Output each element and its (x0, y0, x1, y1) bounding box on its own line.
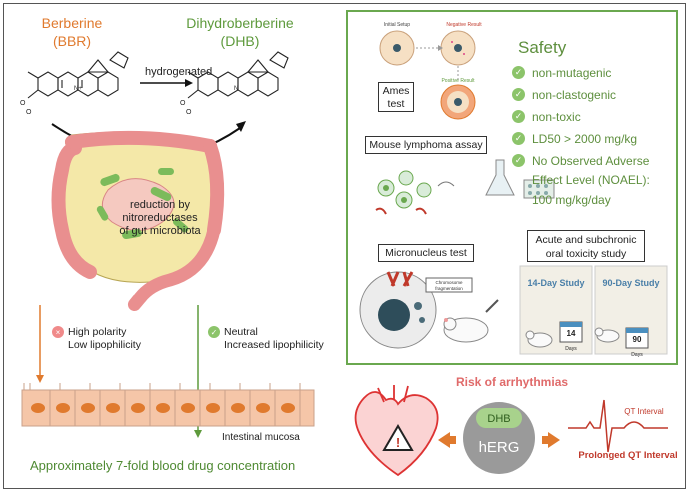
gut-label-3: of gut microbiota (119, 225, 201, 237)
svg-text:O: O (20, 100, 26, 107)
bbr-property-1: High polarity (68, 326, 127, 338)
gut-label-2: nitroreductases (122, 212, 198, 224)
check-icon: ✓ (512, 154, 525, 167)
check-icon: ✓ (512, 88, 525, 101)
safety-item-1: non-mutagenic (532, 66, 612, 80)
dhb-badge-shape (476, 408, 522, 428)
qt-interval: QT Interval (624, 407, 664, 416)
study-14-card (519, 265, 593, 355)
safety-item-3: non-toxic (532, 110, 581, 124)
check-icon: ✓ (512, 110, 525, 123)
study-14-num: 14 (567, 329, 576, 338)
ames-petri-dishes (379, 30, 476, 120)
bbr-properties: High polarity Low lipophilicity (68, 326, 141, 352)
check-icon: ✓ (512, 132, 525, 145)
lymphoma-label: Mouse lymphoma assay (365, 136, 487, 154)
micronucleus-label: Micronucleus test (378, 244, 474, 262)
ames-label-2: test (387, 98, 405, 110)
safety-illustrations: Initial Setup Negative Result Positive R… (359, 22, 668, 358)
figure-frame (3, 3, 686, 489)
safety-noael-3: 100 mg/kg/day (532, 193, 611, 207)
dhb-property-1: Neutral (224, 326, 258, 338)
dhb-properties: Neutral Increased lipophilicity (224, 326, 324, 352)
warning-symbol: ! (396, 435, 400, 450)
mucosa-label: Intestinal mucosa (222, 432, 300, 443)
chromosome-label-2: fragmentation (435, 286, 463, 291)
blood-concentration: Approximately 7-fold blood drug concentr… (30, 458, 296, 473)
study-90-num: 90 (633, 335, 642, 344)
dhb-property-2: Increased lipophilicity (224, 339, 324, 351)
reaction-label: hydrogenated (145, 66, 213, 78)
dhb-title: Dihydroberberine (DHB) (170, 14, 310, 50)
lymphoma-illustration (375, 159, 555, 215)
berberine-structure (27, 51, 129, 99)
bbr-title: Berberine (BBR) (22, 14, 122, 50)
ecg-waveform (568, 399, 668, 453)
herg-label: hERG (479, 439, 520, 456)
svg-text:×: × (56, 328, 61, 337)
chromosome-label-1: Chromosome (435, 280, 463, 285)
oral-label-2: oral toxicity study (545, 248, 627, 260)
intestine-illustration (51, 130, 225, 311)
cross-icon (52, 326, 64, 338)
micronucleus-illustration (359, 271, 499, 349)
study-90-title: 90-Day Study (602, 278, 659, 288)
safety-title: Safety (518, 38, 567, 57)
ames-label: Ames test (378, 82, 414, 112)
cardiac-diagram: ! DHB hERG QT Interval Prolonged QT Inte… (354, 385, 678, 477)
safety-noael-2: Effect Level (NOAEL): (532, 173, 650, 187)
study-14-days: Days (565, 346, 577, 352)
gut-label-1: reduction by (130, 199, 190, 211)
svg-text:O: O (26, 109, 32, 116)
svg-text:O: O (180, 100, 186, 107)
bbr-abbr: (BBR) (52, 33, 92, 49)
dhb-badge: DHB (487, 413, 510, 425)
ames-negative: Negative Result (446, 22, 482, 28)
study-14-title: 14-Day Study (527, 278, 584, 288)
prolonged-qt: Prolonged QT Interval (578, 450, 677, 461)
ames-initial: Initial Setup (384, 22, 410, 28)
svg-text:N: N (234, 86, 238, 92)
svg-text:✓: ✓ (211, 328, 218, 337)
ames-label-1: Ames (382, 85, 410, 97)
safety-item-2: non-clastogenic (532, 88, 617, 102)
dhb-abbr: (DHB) (220, 33, 260, 49)
left-diagram: O O N+ O O N reduction by nitroreductase… (20, 51, 315, 438)
svg-text:N+: N+ (74, 86, 82, 92)
warning-icon (382, 424, 414, 451)
svg-text:O: O (186, 109, 192, 116)
study-90-card (594, 265, 668, 355)
bbr-name: Berberine (41, 15, 103, 31)
risk-label: Risk of arrhythmias (456, 375, 569, 389)
oral-label-1: Acute and subchronic (535, 234, 637, 246)
check-icon (208, 326, 220, 338)
bbr-property-2: Low lipophilicity (68, 339, 141, 351)
study-90-days: Days (631, 352, 643, 358)
check-icon: ✓ (512, 66, 525, 79)
arrow-right-icon (542, 436, 548, 444)
ames-positive: Positive Result (441, 78, 475, 84)
safety-item-5: No Observed Adverse (532, 154, 650, 168)
arrow-left-icon (438, 432, 450, 448)
dhb-structure (187, 51, 289, 99)
safety-item-4: LD50 > 2000 mg/kg (532, 132, 638, 146)
oral-toxicity-label: Acute and subchronic oral toxicity study (527, 230, 645, 262)
dhb-name: Dihydroberberine (186, 15, 294, 31)
mucosa-cells (21, 383, 315, 427)
